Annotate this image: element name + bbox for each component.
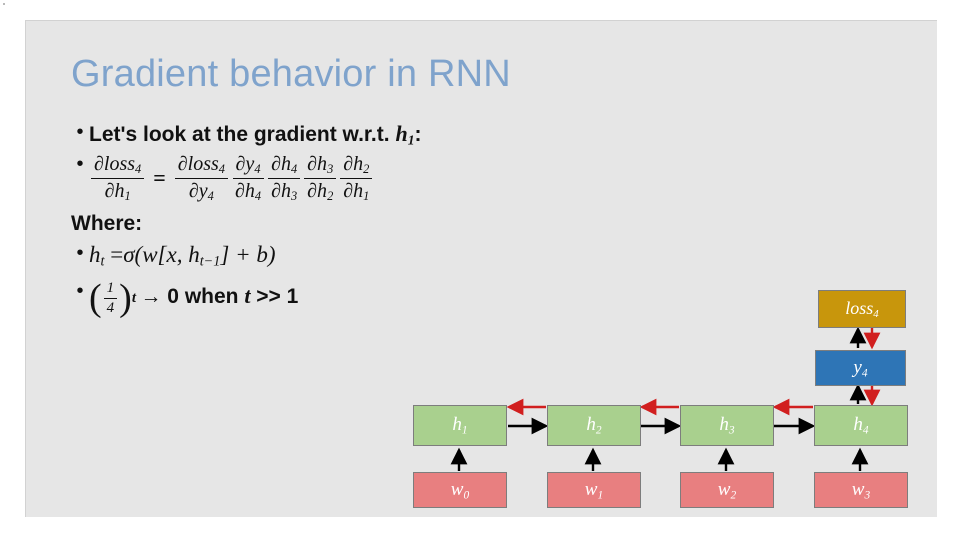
node-w2: w2 <box>680 472 774 508</box>
equals-sign: = <box>153 165 166 191</box>
intro-symbol: h1 <box>395 121 415 148</box>
bullet-marker: • <box>76 121 84 143</box>
fraction-factor-2: ∂y4 ∂h4 <box>232 153 264 204</box>
limit-value: 0 <box>167 284 179 308</box>
intro-colon: : <box>414 123 422 146</box>
open-paren: ( <box>89 277 102 320</box>
decay-variable: t <box>244 282 251 308</box>
node-label: w0 <box>450 478 470 502</box>
limit-arrow-icon: → <box>140 284 162 308</box>
node-h2: h2 <box>547 405 641 446</box>
hidden-state-equation: ht =σ(w[x, ht−1] + b) <box>89 242 591 271</box>
fraction-factor-3: ∂h4 ∂h3 <box>268 153 301 204</box>
fraction-denominator: ∂h1 <box>343 179 370 203</box>
node-w3: w3 <box>814 472 908 508</box>
fraction-numerator: ∂y4 <box>232 153 264 179</box>
bullet-marker: • <box>76 280 84 303</box>
fraction-factor-1: ∂loss4 ∂y4 <box>174 153 228 204</box>
node-label: w3 <box>851 478 871 502</box>
node-w1: w1 <box>547 472 641 508</box>
fraction-lhs: ∂loss4 ∂h1 <box>91 153 145 204</box>
bullet-intro: • Let's look at the gradient w.r.t. h1: <box>71 121 591 149</box>
decay-one: 1 <box>286 284 299 308</box>
node-w0: w0 <box>413 472 507 508</box>
decay-expression: ( 1 4 )t → 0 when t >> 1 <box>89 277 591 320</box>
node-h4: h4 <box>814 405 908 446</box>
fraction-numerator: ∂h4 <box>268 153 301 179</box>
node-label: h3 <box>719 414 735 437</box>
chain-rule-row: ∂loss4 ∂h1 = ∂loss4 ∂y4 ∂y4 ∂h4 <box>89 153 591 204</box>
decay-statement: → 0 when t >> 1 <box>140 282 299 308</box>
equals-sign: = <box>110 241 124 267</box>
node-label: w1 <box>584 478 604 502</box>
close-paren: ) <box>119 277 132 320</box>
bullet-marker: • <box>76 152 84 175</box>
node-label: loss4 <box>845 297 879 321</box>
fraction-denominator: ∂h1 <box>104 179 131 203</box>
node-h1: h1 <box>413 405 507 446</box>
fraction-numerator: 1 <box>103 280 118 300</box>
fraction-denominator: ∂h3 <box>271 179 298 203</box>
bullet-marker: • <box>76 241 84 264</box>
decay-power-term: ( 1 4 )t <box>89 277 136 320</box>
fraction-factor-5: ∂h2 ∂h1 <box>340 153 373 204</box>
node-label: h1 <box>452 414 468 437</box>
hidden-state-expression: ht =σ(w[x, ht−1] + b) <box>89 241 276 270</box>
node-label: h4 <box>853 414 869 437</box>
when-word: when <box>184 284 239 308</box>
fraction-numerator: ∂h2 <box>340 153 373 179</box>
fraction-denominator: ∂h2 <box>307 179 334 203</box>
intro-prefix: Let's look at the gradient w.r.t. <box>89 123 390 146</box>
fraction-denominator: ∂h4 <box>234 179 262 203</box>
fraction-denominator: ∂y4 <box>188 179 214 203</box>
much-greater-sign: >> <box>256 284 281 308</box>
where-label: Where: <box>71 211 143 235</box>
bullet-chain-rule: • ∂loss4 ∂h1 = ∂loss4 ∂y4 ∂y4 <box>71 153 591 204</box>
fraction-denominator: 4 <box>106 300 115 317</box>
fraction-factor-4: ∂h3 ∂h2 <box>304 153 337 204</box>
slide-body: • Let's look at the gradient w.r.t. h1: … <box>71 121 591 321</box>
corner-artifact-dot <box>3 3 5 5</box>
bullet-hidden-state: • ht =σ(w[x, ht−1] + b) <box>71 242 591 271</box>
fraction-numerator: ∂h3 <box>304 153 337 179</box>
fraction-numerator: ∂loss4 <box>91 153 145 179</box>
bullet-intro-text: Let's look at the gradient w.r.t. h1: <box>89 121 591 149</box>
node-h3: h3 <box>680 405 774 446</box>
bullet-decay: • ( 1 4 )t → 0 when t <box>71 277 591 320</box>
node-label: h2 <box>586 414 602 437</box>
node-loss4: loss4 <box>818 290 906 328</box>
fraction-numerator: ∂loss4 <box>174 153 228 179</box>
chain-rule-equation: ∂loss4 ∂h1 = ∂loss4 ∂y4 ∂y4 ∂h4 <box>89 153 591 204</box>
one-quarter-fraction: 1 4 <box>103 280 118 317</box>
page-title: Gradient behavior in RNN <box>71 53 511 95</box>
node-label: y4 <box>853 356 868 380</box>
node-y4: y4 <box>815 350 906 386</box>
node-label: w2 <box>717 478 737 502</box>
exponent-t: t <box>131 290 136 307</box>
